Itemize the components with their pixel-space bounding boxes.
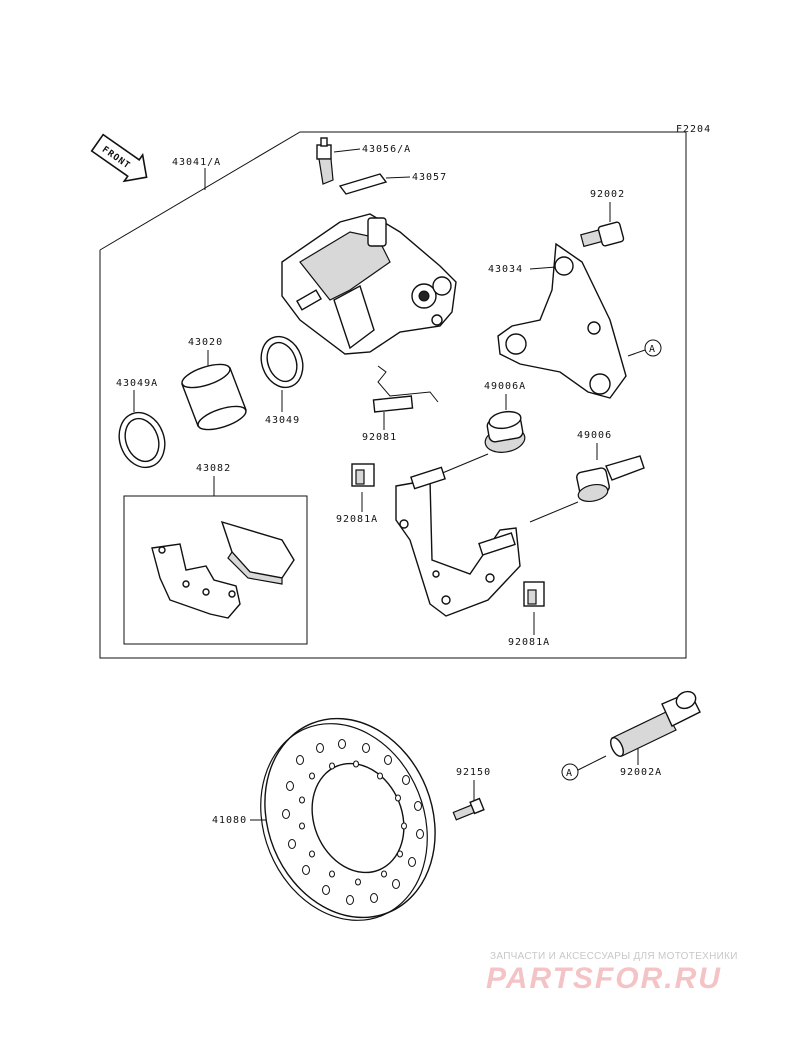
pad-set-box	[123, 495, 308, 645]
callout-92002: 92002	[590, 189, 625, 200]
caliper-piston	[181, 363, 247, 431]
callout-49006a: 49006A	[484, 381, 526, 392]
callout-43041: 43041/A	[172, 157, 221, 168]
assembly-guide-2	[529, 501, 579, 523]
callout-43057: 43057	[412, 172, 447, 183]
slide-pin-boot	[576, 455, 645, 503]
disc-bolt	[452, 797, 485, 821]
leader-43056	[333, 148, 361, 153]
piston-seal	[260, 335, 304, 389]
flange-bolt	[610, 690, 701, 757]
callout-43020: 43020	[188, 337, 223, 348]
callout-49006: 49006	[577, 430, 612, 441]
pad-clip-bottom	[523, 581, 545, 607]
svg-text:A: A	[566, 768, 573, 779]
bleeder-valve	[316, 137, 334, 185]
figure-code: F2204	[676, 124, 711, 135]
callout-43049: 43049	[265, 415, 300, 426]
callout-43049a: 43049A	[116, 378, 158, 389]
caliper-body	[281, 213, 457, 355]
callout-92081: 92081	[362, 432, 397, 443]
bleeder-cap	[338, 173, 388, 195]
assembly-guide-1	[439, 453, 489, 475]
callout-92002a: 92002A	[620, 767, 662, 778]
dust-seal	[118, 411, 166, 469]
brake-pad-right	[220, 520, 295, 585]
caliper-holder	[395, 466, 521, 617]
leader-43057	[385, 176, 411, 179]
watermark-logo: PARTSFOR.RU	[486, 962, 722, 995]
bracket-bolt	[580, 221, 625, 248]
pad-clip-left	[351, 463, 375, 487]
slide-pin-boot-a	[484, 410, 526, 453]
caliper-mounting-bracket	[497, 242, 627, 399]
brake-pad-left	[151, 543, 241, 619]
callout-41080: 41080	[212, 815, 247, 826]
callout-92081a-left: 92081A	[336, 514, 378, 525]
ref-marker-a-bolt: A	[561, 755, 607, 781]
brake-disc	[260, 717, 436, 921]
ref-marker-a-bracket: A	[627, 339, 662, 357]
caliper-assembly-frame	[99, 131, 687, 659]
pad-spring	[372, 365, 439, 413]
callout-92081a-bottom: 92081A	[508, 637, 550, 648]
watermark-tagline: ЗАПЧАСТИ И АКСЕССУАРЫ ДЛЯ МОТОТЕХНИКИ	[490, 951, 738, 962]
callout-43056: 43056/A	[362, 144, 411, 155]
svg-text:A: A	[649, 344, 656, 355]
front-arrow-icon: FRONT	[90, 133, 148, 183]
callout-43034: 43034	[488, 264, 523, 275]
callout-92150: 92150	[456, 767, 491, 778]
callout-43082: 43082	[196, 463, 231, 474]
leader-43034	[529, 266, 557, 270]
